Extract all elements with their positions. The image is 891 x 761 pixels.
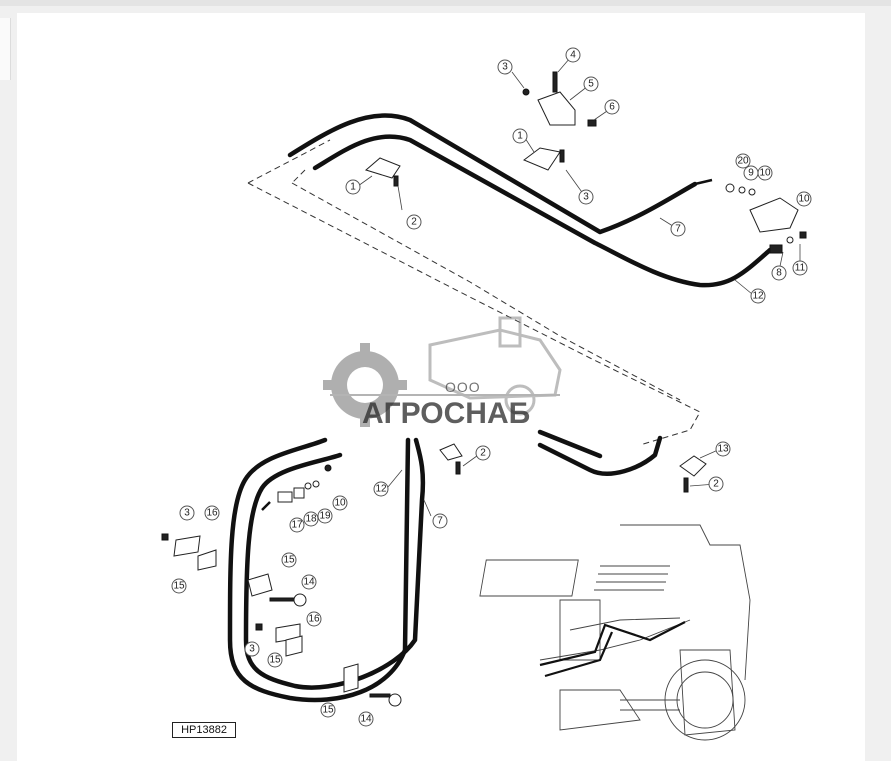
callout-label: 15: [269, 655, 281, 666]
callout-label: 2: [713, 479, 719, 490]
callout-label: 3: [249, 644, 255, 655]
middle-hose-lines: [537, 429, 663, 476]
callout-16-left: 16: [204, 505, 220, 521]
callout-label: 19: [319, 511, 331, 522]
callout-9: 9: [743, 165, 759, 181]
callout-label: 15: [283, 555, 295, 566]
callout-label: 10: [759, 168, 771, 179]
callout-label: 12: [375, 484, 387, 495]
lower-hose-loop: [227, 437, 426, 703]
callout-label: 15: [322, 705, 334, 716]
callout-label: 2: [480, 448, 486, 459]
callout-20: 20: [735, 153, 751, 169]
callout-label: 3: [583, 192, 589, 203]
callout-label: 14: [360, 714, 372, 725]
callout-label: 4: [570, 50, 576, 61]
callout-4: 4: [565, 47, 581, 63]
callout-label: 2: [411, 217, 417, 228]
callout-8: 8: [771, 265, 787, 281]
callout-label: 6: [609, 102, 615, 113]
dashed-frame-outline: [247, 139, 701, 446]
callout-label: 1: [350, 182, 356, 193]
callout-7-upper: 7: [670, 221, 686, 237]
callout-14-mid: 14: [301, 574, 317, 590]
callout-label: 14: [303, 577, 315, 588]
callout-2-middle: 2: [475, 445, 491, 461]
top-strip: [0, 0, 891, 6]
callout-1-left: 1: [345, 179, 361, 195]
callout-label: 12: [752, 291, 764, 302]
callout-label: 7: [437, 516, 443, 527]
callout-label: 11: [795, 263, 806, 274]
callout-label: 20: [737, 156, 749, 167]
callout-10-right: 10: [796, 191, 812, 207]
valve-block: [725, 183, 807, 254]
gear-and-combine-logo-icon: [323, 316, 562, 427]
callout-label: 10: [334, 498, 346, 509]
callout-3-upper: 3: [578, 189, 594, 205]
callout-6: 6: [604, 99, 620, 115]
callout-label: 8: [776, 268, 782, 279]
callout-16-mid: 16: [306, 611, 322, 627]
clamp-1-upper: [522, 71, 597, 171]
machine-location-inset: [479, 520, 754, 746]
callout-label: 16: [206, 508, 218, 519]
callout-15-mid: 15: [281, 552, 297, 568]
callout-11: 11: [792, 260, 808, 276]
callout-1-upper: 1: [512, 128, 528, 144]
side-tab: [0, 18, 11, 80]
clamp-13: [679, 455, 707, 493]
callout-3-lower-left: 3: [179, 505, 195, 521]
callout-15-lower-mid: 15: [267, 652, 283, 668]
clamp-1-left: [364, 157, 403, 211]
callout-label: 17: [291, 520, 303, 531]
clamp-middle: [439, 443, 463, 475]
callout-7-lower: 7: [432, 513, 448, 529]
callout-label: 7: [675, 224, 681, 235]
callout-17: 17: [289, 517, 305, 533]
callout-12-lower: 12: [373, 481, 389, 497]
callout-2-right: 2: [708, 476, 724, 492]
callout-15-bottom: 15: [320, 702, 336, 718]
lower-brackets: [161, 533, 402, 707]
callout-label: 16: [308, 614, 320, 625]
figure-reference-code: HP13882: [172, 722, 236, 738]
callout-label: 10: [798, 194, 810, 205]
callout-10-lower: 10: [332, 495, 348, 511]
fitting-set-lower: [277, 464, 332, 503]
callout-18: 18: [303, 511, 319, 527]
watermark-prefix: ООО: [445, 379, 481, 395]
callout-label: 5: [588, 79, 594, 90]
upper-hose-lines: [287, 113, 773, 288]
callout-label: 15: [173, 581, 185, 592]
watermark-company-name: АГРОСНАБ: [362, 397, 531, 430]
callout-label: 3: [502, 62, 508, 73]
callout-14-bottom: 14: [358, 711, 374, 727]
callout-3-lower-mid: 3: [244, 641, 260, 657]
callout-label: 1: [517, 131, 523, 142]
callout-19: 19: [317, 508, 333, 524]
callout-10-upper: 10: [757, 165, 773, 181]
callout-5: 5: [583, 76, 599, 92]
callout-3-top: 3: [497, 59, 513, 75]
callout-15-left: 15: [171, 578, 187, 594]
callout-12-upper: 12: [750, 288, 766, 304]
callout-label: 3: [184, 508, 190, 519]
callout-label: 18: [305, 514, 317, 525]
callout-label: 9: [748, 168, 754, 179]
callout-2-left: 2: [406, 214, 422, 230]
callout-label: 13: [717, 444, 729, 455]
callout-13: 13: [715, 441, 731, 457]
